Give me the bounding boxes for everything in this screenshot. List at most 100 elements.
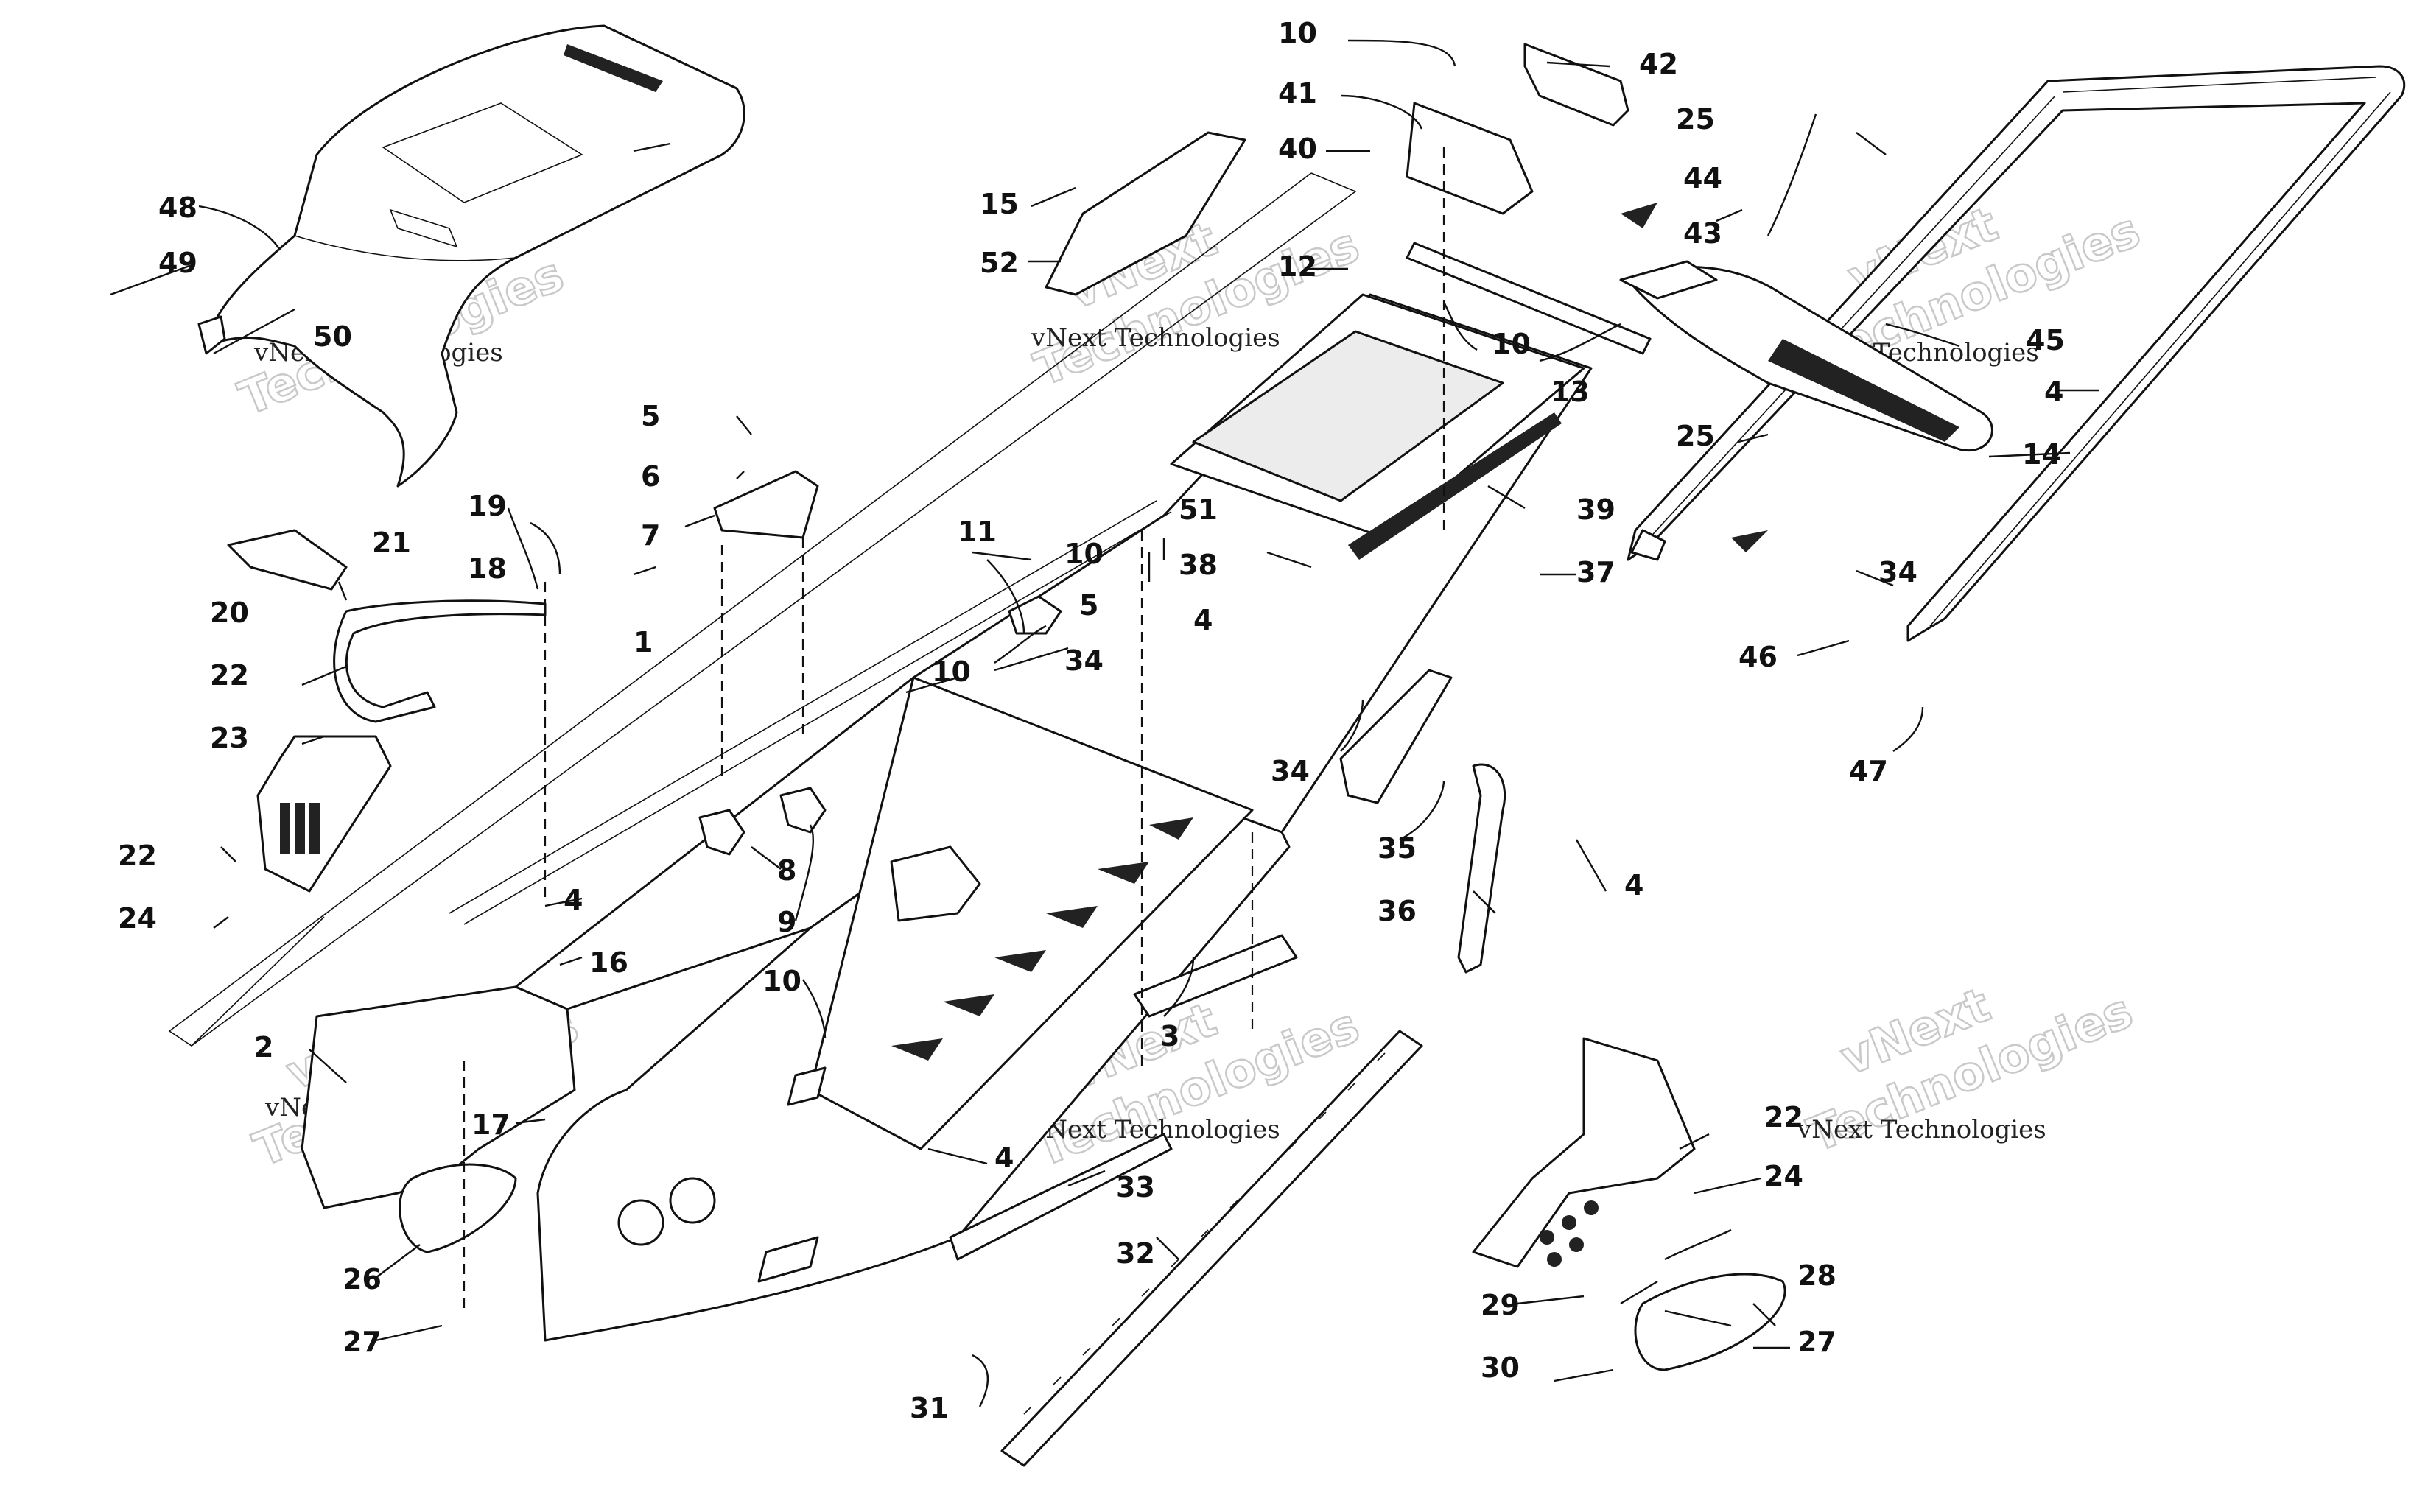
tunnel-front-bracket bbox=[890, 845, 981, 922]
footrest-29-holes bbox=[1540, 1200, 1599, 1267]
tunnel-bag-plate bbox=[1170, 242, 1652, 560]
seat-strap bbox=[197, 315, 226, 355]
running-board-bar bbox=[1000, 1030, 1423, 1467]
bracket-42 bbox=[1523, 43, 1629, 127]
arrow-icon bbox=[1731, 530, 1768, 552]
callout-12: 12 bbox=[1278, 250, 1317, 283]
callout-52: 52 bbox=[980, 247, 1019, 279]
callout-8: 8 bbox=[777, 854, 796, 887]
callout-16: 16 bbox=[589, 946, 628, 979]
callout-25: 25 bbox=[1676, 103, 1715, 136]
rear-bumper bbox=[1627, 65, 2406, 642]
callout-33: 33 bbox=[1116, 1171, 1155, 1203]
callout-20: 20 bbox=[210, 597, 249, 629]
assembly-leader-lines bbox=[463, 147, 1445, 1311]
callout-45: 45 bbox=[2026, 324, 2065, 356]
strap-36 bbox=[1457, 763, 1506, 974]
upper-brackets bbox=[698, 43, 1629, 856]
callout-42: 42 bbox=[1639, 48, 1678, 80]
running-board bbox=[949, 934, 1423, 1467]
footrest-29 bbox=[1472, 1037, 1696, 1268]
callout-48: 48 bbox=[158, 191, 197, 224]
callout-26: 26 bbox=[343, 1263, 382, 1295]
grip-pad bbox=[1192, 330, 1504, 502]
callout-23: 23 bbox=[210, 722, 249, 754]
callout-27: 27 bbox=[343, 1326, 382, 1358]
assembly-boundary-line bbox=[191, 916, 325, 1047]
callout-40: 40 bbox=[1278, 133, 1317, 165]
snowflap-pattern bbox=[1768, 339, 1959, 442]
callout-43: 43 bbox=[1683, 217, 1722, 250]
running-board-teeth bbox=[1023, 1052, 1386, 1415]
cap-5 bbox=[1008, 595, 1062, 635]
cap-9 bbox=[779, 787, 827, 834]
callout-51: 51 bbox=[1179, 493, 1218, 526]
callout-3: 3 bbox=[1160, 1020, 1179, 1052]
cup-26 bbox=[399, 1163, 517, 1253]
callout-13: 13 bbox=[1551, 376, 1590, 408]
callout-27: 27 bbox=[1797, 1326, 1836, 1358]
callout-35: 35 bbox=[1378, 832, 1417, 865]
callout-10: 10 bbox=[1278, 17, 1317, 49]
callout-15: 15 bbox=[980, 188, 1019, 220]
bumper-tube-inner bbox=[1646, 77, 2391, 627]
callout-10: 10 bbox=[1492, 328, 1531, 360]
callout-21: 21 bbox=[372, 527, 411, 559]
callout-4: 4 bbox=[994, 1142, 1014, 1174]
guard-23-slots bbox=[280, 803, 320, 854]
arrow-icon bbox=[1621, 203, 1657, 228]
right-lower-parts bbox=[399, 669, 1786, 1371]
seat-logo bbox=[564, 44, 663, 92]
callout-10: 10 bbox=[1064, 538, 1104, 570]
seat-side-seam bbox=[294, 235, 516, 261]
callout-25: 25 bbox=[1676, 420, 1715, 452]
callout-leaders bbox=[110, 39, 2099, 1407]
graphic-stripe bbox=[1348, 412, 1562, 560]
cap-8 bbox=[698, 809, 745, 856]
callout-4: 4 bbox=[2044, 376, 2063, 408]
callout-1: 1 bbox=[634, 626, 653, 658]
callout-22: 22 bbox=[118, 840, 157, 872]
step-bracket bbox=[1133, 934, 1298, 1018]
flap-bracket bbox=[1619, 260, 1718, 300]
bracket-7 bbox=[713, 470, 819, 539]
callout-37: 37 bbox=[1576, 556, 1615, 588]
callout-24: 24 bbox=[1764, 1160, 1803, 1192]
callout-44: 44 bbox=[1683, 162, 1722, 194]
callout-17: 17 bbox=[471, 1108, 510, 1141]
callout-30: 30 bbox=[1481, 1351, 1520, 1384]
callout-2: 2 bbox=[254, 1031, 273, 1063]
callout-38: 38 bbox=[1179, 549, 1218, 581]
callout-28: 28 bbox=[1797, 1259, 1836, 1292]
callout-10: 10 bbox=[762, 965, 801, 997]
heat-exchanger-grill bbox=[809, 676, 1254, 1150]
handle-18 bbox=[333, 599, 547, 723]
callout-5: 5 bbox=[1079, 589, 1098, 622]
callout-46: 46 bbox=[1738, 641, 1778, 673]
callout-18: 18 bbox=[468, 552, 507, 585]
rack-rail bbox=[1406, 242, 1652, 355]
callout-32: 32 bbox=[1116, 1237, 1155, 1270]
callout-24: 24 bbox=[118, 902, 157, 935]
running-board-edge bbox=[949, 1133, 1173, 1261]
guard-23 bbox=[256, 735, 392, 893]
callout-7: 7 bbox=[641, 519, 660, 552]
heat-exchanger-slots bbox=[891, 817, 1193, 1061]
callout-29: 29 bbox=[1481, 1289, 1520, 1321]
callout-10: 10 bbox=[932, 655, 971, 688]
callout-41: 41 bbox=[1278, 77, 1317, 110]
bracket-41 bbox=[1406, 102, 1534, 215]
snowflap bbox=[1619, 260, 1993, 451]
callout-34: 34 bbox=[1064, 644, 1104, 677]
callout-4: 4 bbox=[1193, 604, 1213, 636]
callout-19: 19 bbox=[468, 490, 507, 522]
callout-31: 31 bbox=[910, 1392, 949, 1424]
callout-36: 36 bbox=[1378, 895, 1417, 927]
step-52 bbox=[1045, 131, 1246, 296]
callout-22: 22 bbox=[1764, 1101, 1803, 1133]
callout-labels: 1 2 3 4 4 4 4 4 5 5 6 7 8 9 10 10 10 10 … bbox=[118, 17, 2065, 1424]
seat bbox=[205, 24, 745, 488]
cup-28 bbox=[1634, 1273, 1786, 1371]
